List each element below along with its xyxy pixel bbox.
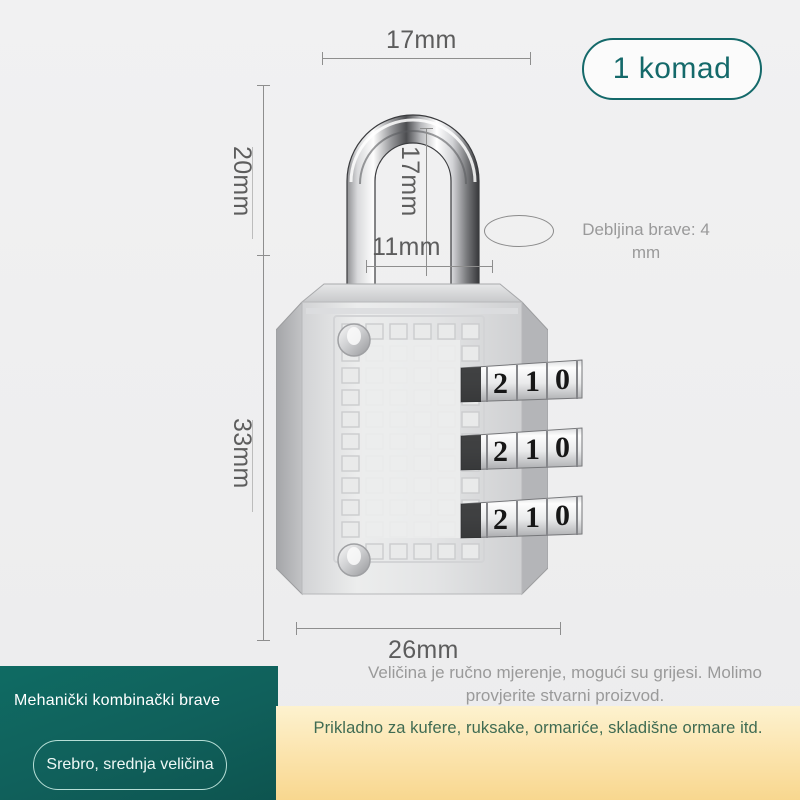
product-variant-badge: Srebro, srednja veličina: [33, 740, 227, 790]
dimension-cap-top: [257, 85, 270, 86]
dimension-tick-shackle-height: [252, 147, 253, 239]
dimension-line-shackle-width: [322, 58, 530, 59]
product-info-panel: Mehanički kombinački brave Srebro, sredn…: [0, 666, 278, 800]
thickness-note: Debljina brave: 4 mm: [582, 220, 710, 262]
padlock-illustration: 2 1 0 2 1 0: [276, 86, 583, 626]
dimension-cap-right: [530, 52, 531, 65]
dial-digit: 0: [555, 363, 570, 396]
dial-digit: 0: [555, 431, 570, 464]
combination-dial-column[interactable]: 2 1 0 2 1 0: [459, 358, 584, 548]
dial-digit: 2: [493, 367, 508, 400]
dimension-tick-body-height: [252, 420, 253, 512]
usage-banner: Prikladno za kufere, ruksake, ormariće, …: [276, 706, 800, 800]
combination-dial-row[interactable]: 2 1 0: [459, 494, 584, 542]
dimension-cap-inner-top: [420, 128, 433, 129]
dimension-label-body-width: 26mm: [388, 636, 459, 664]
dial-digit: 1: [525, 433, 540, 466]
dimension-cap-bottom: [257, 640, 270, 641]
dial-digit: 0: [555, 499, 570, 532]
thickness-ellipse-marker: [484, 215, 554, 247]
rivet-top: [337, 323, 371, 357]
dimension-label-shackle-width: 17mm: [386, 26, 457, 54]
dimension-cap-inner-right: [492, 260, 493, 273]
quantity-badge: 1 komad: [582, 38, 762, 100]
combination-dial-row[interactable]: 2 1 0: [459, 358, 584, 406]
dimension-label-shackle-inner-height: 17mm: [396, 146, 424, 217]
quantity-badge-label: 1 komad: [612, 52, 732, 85]
dimension-line-body-width: [296, 628, 560, 629]
dial-digit: 2: [493, 503, 508, 536]
dial-digit: 1: [525, 365, 540, 398]
dimension-label-body-height: 33mm: [228, 418, 256, 489]
dial-digit: 1: [525, 501, 540, 534]
dimension-label-shackle-height: 20mm: [228, 146, 256, 217]
measurement-disclaimer: Veličina je ručno mjerenje, mogući su gr…: [368, 663, 762, 705]
dimension-cap-inner-left: [366, 260, 367, 273]
dial-digit: 2: [493, 435, 508, 468]
product-variant-label: Srebro, srednja veličina: [46, 756, 214, 774]
dimension-label-shackle-inner-width: 11mm: [372, 233, 441, 261]
dimension-line-shackle-inner-width: [366, 266, 492, 267]
dimension-cap-left: [322, 52, 323, 65]
dimension-line-shackle-inner-height: [426, 128, 427, 276]
rivet-bottom: [337, 543, 371, 577]
product-title: Mehanički kombinački brave: [14, 692, 221, 709]
combination-dial-row[interactable]: 2 1 0: [459, 426, 584, 474]
usage-banner-text: Prikladno za kufere, ruksake, ormariće, …: [313, 719, 763, 737]
dimension-cap-bottom-right: [560, 622, 561, 635]
dimension-line-vertical-main: [263, 85, 264, 640]
dimension-cap-bottom-left: [296, 622, 297, 635]
dimension-cap-middle: [257, 255, 270, 256]
